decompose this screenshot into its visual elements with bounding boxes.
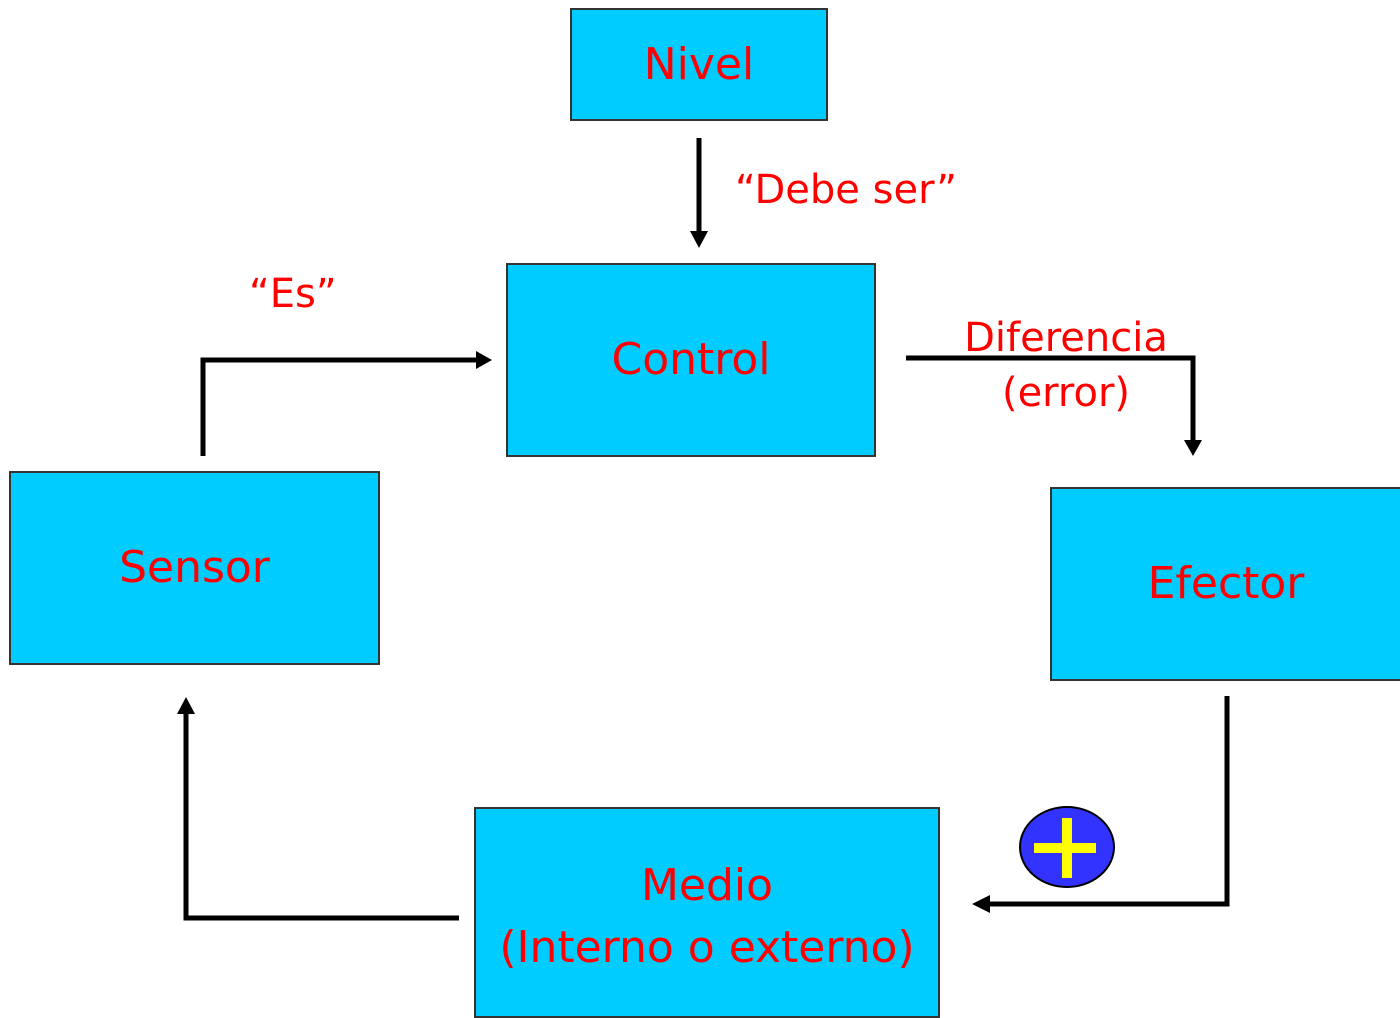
control-to-efector-arrowhead [1184,440,1202,456]
sensor-label: Sensor [119,542,270,594]
control-to-efector-line [906,355,1196,441]
nivel-box: Nivel [570,8,828,121]
es-label: “Es” [249,271,337,317]
plus-sign-icon [1019,806,1115,888]
nivel-label: Nivel [643,38,755,90]
debe-ser-label: “Debe ser” [735,167,957,213]
diferencia-label: Diferencia [964,315,1168,361]
efector-to-medio-arrowhead [972,895,990,913]
medio-sublabel: (Interno o externo) [499,921,915,973]
medio-label: Medio [640,860,774,912]
control-label: Control [611,334,771,386]
sensor-to-control-arrowhead [476,351,492,369]
control-box: Control [506,263,876,457]
efector-label: Efector [1147,558,1305,610]
efector-to-medio-line [988,696,1230,907]
medio-to-sensor-line [183,713,459,921]
efector-box: Efector [1050,487,1400,681]
sensor-box: Sensor [9,471,380,665]
medio-to-sensor-arrowhead [177,697,195,714]
medio-box: Medio (Interno o externo) [474,807,940,1018]
nivel-to-control-arrowhead [690,231,708,248]
sensor-to-control-line [200,357,478,456]
error-label: (error) [1001,370,1131,416]
